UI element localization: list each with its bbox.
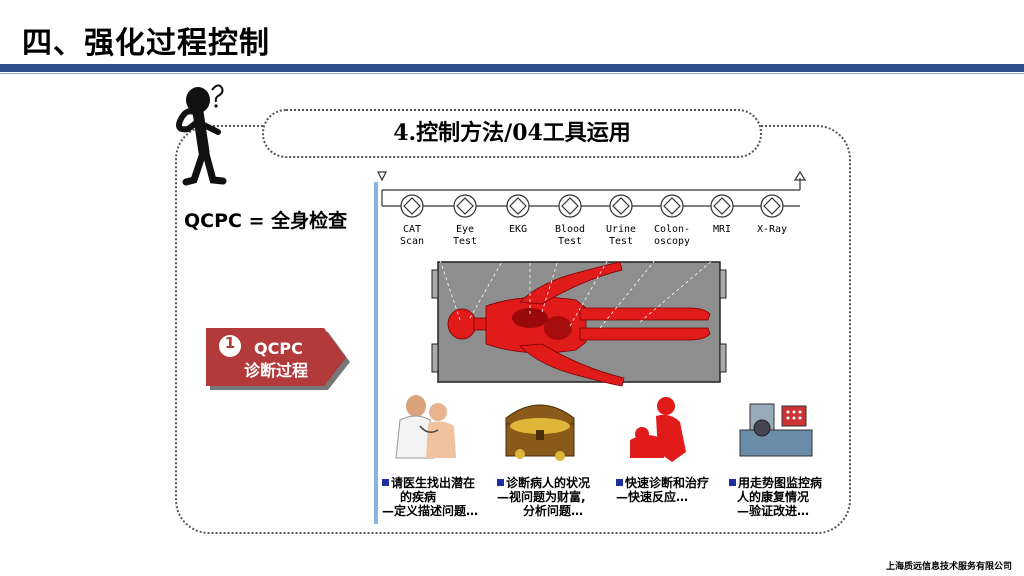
caption-line3: —验证改进… (737, 504, 810, 518)
section-header: 4.控制方法/04工具运用 (262, 109, 762, 158)
doctor-treating-icon (630, 397, 686, 462)
caption-find-disease: 请医生找出潜在 的疾病 —定义描述问题… (382, 476, 478, 518)
test-label-blood-test: Blood Test (540, 224, 600, 248)
test-label-line1: Urine (605, 224, 637, 235)
caption-line2: 的疾病 (400, 490, 437, 504)
test-label-cat-scan: CAT Scan (382, 224, 442, 248)
test-pipeline (377, 170, 807, 218)
badge-line1: QCPC (254, 339, 303, 358)
badge-arrow-shape (206, 328, 350, 390)
doctor-examining-icon (395, 395, 456, 459)
footer-company-name: 上海质远信息技术服务有限公司 (885, 562, 1012, 572)
test-label-line2: oscopy (653, 236, 691, 247)
test-label-line2: Test (608, 236, 634, 247)
bullet-square-icon (382, 479, 389, 486)
treasure-chest-icon (505, 404, 575, 461)
title-bar-underline (0, 73, 1024, 74)
caption-line2: 人的康复情况 (737, 490, 810, 504)
caption-trend-monitoring: 用走势图监控病 人的康复情况 —验证改进… (729, 476, 822, 518)
test-label-line2: Test (557, 236, 583, 247)
caption-line2: —视问题为财富, (497, 490, 586, 504)
caption-diagnose-status: 诊断病人的状况 —视问题为财富, 分析问题… (497, 476, 590, 518)
caption-line2: —快速反应… (616, 490, 689, 504)
test-label-line1: Colon- (653, 224, 691, 235)
test-label-line1: Blood (554, 224, 586, 235)
qcpc-process-badge: 1 QCPC 诊断过程 (204, 326, 354, 392)
test-label-line2: Test (452, 236, 478, 247)
panel-accent-line (374, 182, 378, 524)
caption-line3: —定义描述问题… (382, 504, 479, 518)
test-label-line1: EKG (508, 224, 528, 235)
test-label-line1: X-Ray (756, 224, 788, 235)
badge-number: 1 (224, 334, 236, 352)
test-label-line1: Eye (455, 224, 475, 235)
test-label-line1: MRI (712, 224, 732, 235)
caption-line1: 诊断病人的状况 (506, 476, 591, 490)
patient-exam-table-illustration (431, 253, 727, 387)
test-label-x-ray: X-Ray (742, 224, 802, 236)
qcpc-equation: QCPC = 全身检查 (184, 210, 348, 232)
bullet-square-icon (729, 479, 736, 486)
test-label-line2: Scan (399, 236, 425, 247)
title-bar (0, 64, 1024, 72)
caption-quick-treatment: 快速诊断和治疗 —快速反应… (616, 476, 709, 504)
bullet-square-icon (616, 479, 623, 486)
thinking-person-icon (176, 84, 227, 186)
test-label-ekg: EKG (488, 224, 548, 236)
test-label-line1: CAT (402, 224, 422, 235)
caption-line1: 用走势图监控病 (738, 476, 823, 490)
monitoring-device-icon (739, 403, 813, 457)
caption-line3: 分析问题… (523, 504, 584, 518)
badge-line2: 诊断过程 (244, 361, 309, 380)
caption-line1: 请医生找出潜在 (391, 476, 476, 490)
test-label-urine-test: Urine Test (591, 224, 651, 248)
bullet-square-icon (497, 479, 504, 486)
slide-title: 四、强化过程控制 (22, 26, 270, 61)
test-label-eye-test: Eye Test (435, 224, 495, 248)
caption-line1: 快速诊断和治疗 (625, 476, 710, 490)
test-label-colonoscopy: Colon- oscopy (642, 224, 702, 248)
test-label-mri: MRI (692, 224, 752, 236)
